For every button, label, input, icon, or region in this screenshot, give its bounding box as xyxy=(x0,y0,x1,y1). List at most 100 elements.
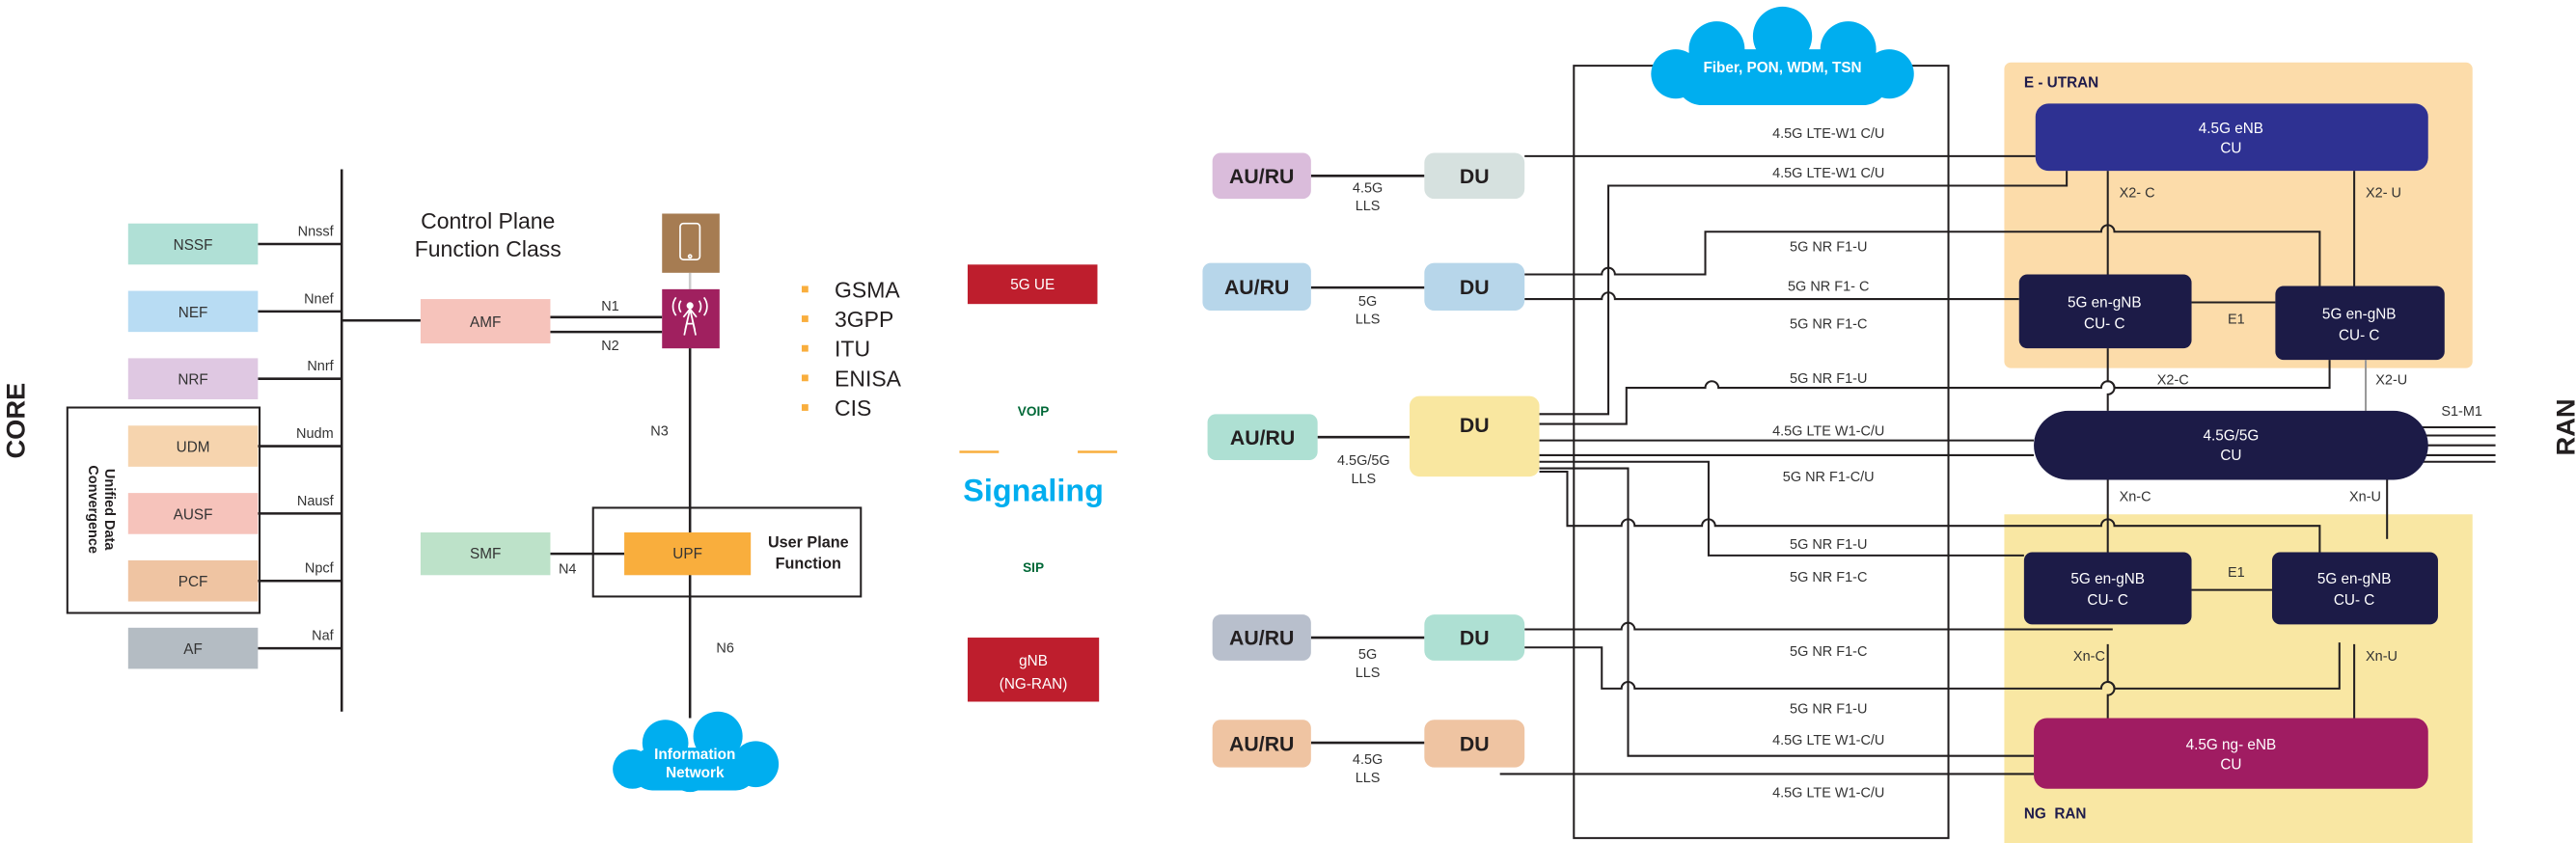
x2c-lower-line xyxy=(2106,348,2116,411)
link-label: 5G NR F1-C xyxy=(1790,570,1867,585)
nf-label: NRF xyxy=(178,372,207,389)
link-du4-1 xyxy=(1524,621,2113,631)
nf-box-nssf[interactable] xyxy=(127,223,259,265)
link-label: 5G NR F1-U xyxy=(1790,371,1867,387)
au-ru-box[interactable] xyxy=(1212,152,1311,200)
link-label: 4.5G LTE W1-C/U xyxy=(1772,423,1884,439)
udc-group-frame xyxy=(66,406,261,614)
smf-box[interactable] xyxy=(420,532,551,576)
xnc-lower-label: Xn-C xyxy=(2073,649,2105,665)
du-label: DU xyxy=(1460,414,1490,437)
link-label: 4.5G LTE-W1 C/U xyxy=(1772,126,1884,142)
link-du2-gnb-b xyxy=(1524,224,2321,286)
link-label: 5G NR F1- C xyxy=(1788,280,1869,295)
e1-lower-label: E1 xyxy=(2228,565,2245,581)
link-du2-gnb-a xyxy=(1524,291,2019,301)
signaling-title: Signaling xyxy=(963,474,1104,508)
information-network-cloud[interactable] xyxy=(613,711,780,793)
au-ru-box[interactable] xyxy=(1202,262,1311,311)
xnc-upper-label: Xn-C xyxy=(2120,490,2151,505)
gnb-box[interactable] xyxy=(662,288,720,349)
nf-box-udm[interactable] xyxy=(127,425,259,467)
au-ru-label: AU/RU xyxy=(1224,276,1289,299)
amf-box[interactable] xyxy=(420,299,551,344)
link-label: 4.5G LTE W1-C/U xyxy=(1772,785,1884,801)
transport-frame xyxy=(1573,65,1950,839)
nf-interface-label: Nnrf xyxy=(307,359,334,374)
xnu-lower-label: Xn-U xyxy=(2366,649,2398,665)
du-box[interactable] xyxy=(1424,614,1525,661)
en-gnb-a-box[interactable] xyxy=(2018,274,2192,349)
central-cu-box[interactable] xyxy=(2034,410,2428,480)
au-ru-box[interactable] xyxy=(1212,720,1311,768)
nf-label: NEF xyxy=(178,305,208,321)
nf-label: NSSF xyxy=(174,237,213,254)
x2c-upper-label: X2- C xyxy=(2120,185,2155,201)
upf-box[interactable] xyxy=(624,532,752,576)
e1-upper-label: E1 xyxy=(2228,313,2245,328)
en-gnb-b-box[interactable] xyxy=(2275,286,2445,361)
5g-ue-label: 5G UE xyxy=(1010,277,1055,293)
link-label: 5G NR F1-U xyxy=(1790,701,1867,717)
x2u-lower-label: X2-U xyxy=(2375,373,2407,389)
bullet-icon xyxy=(801,315,808,322)
ng-enb-cu-box[interactable] xyxy=(2034,718,2428,789)
upf-label: UPF xyxy=(672,546,702,562)
n6-label: N6 xyxy=(716,640,733,656)
nf-box-nef[interactable] xyxy=(127,290,259,333)
n1-label: N1 xyxy=(601,299,618,314)
au-ru-label: AU/RU xyxy=(1230,426,1295,449)
ng-gnb-b-box[interactable] xyxy=(2271,552,2438,625)
nf-interface-label: Naf xyxy=(312,629,334,644)
amf-label: AMF xyxy=(470,314,501,331)
ru-du-link xyxy=(1310,175,1425,745)
nf-box-af[interactable] xyxy=(127,627,259,669)
bullet-icon xyxy=(801,374,808,382)
du-label: DU xyxy=(1460,165,1490,188)
link-label: 5G NR F1-C xyxy=(1790,644,1867,660)
cell-tower-icon xyxy=(671,296,708,336)
du-box[interactable] xyxy=(1424,152,1525,200)
du-label: DU xyxy=(1460,733,1490,756)
link-label: 4.5G LTE-W1 C/U xyxy=(1772,166,1884,181)
5g-ue-box[interactable] xyxy=(967,264,1098,305)
ue-box[interactable] xyxy=(662,213,720,273)
link-label: 5G NR F1-C xyxy=(1790,317,1867,333)
du-box[interactable] xyxy=(1410,395,1540,477)
au-ru-box[interactable] xyxy=(1212,614,1311,661)
fiber-transport-label: Fiber, PON, WDM, TSN xyxy=(1703,60,1861,76)
nf-box-ausf[interactable] xyxy=(127,493,259,534)
nf-box-pcf[interactable] xyxy=(127,559,259,602)
nf-interface-label: Nnssf xyxy=(298,224,335,239)
nf-box-nrf[interactable] xyxy=(127,358,259,399)
xnc-lower-line xyxy=(2106,643,2116,719)
du-box[interactable] xyxy=(1424,720,1525,768)
bullet-icon xyxy=(801,286,808,293)
du-label: DU xyxy=(1460,627,1490,650)
ng-gnb-a-box[interactable] xyxy=(2023,552,2192,625)
enb-cu-box[interactable] xyxy=(2035,103,2428,172)
au-ru-box[interactable] xyxy=(1207,414,1318,461)
link-du3-gnb-d xyxy=(1539,470,2321,553)
fiber-transport-cloud[interactable] xyxy=(1651,6,1914,106)
sip-label: SIP xyxy=(1023,560,1044,575)
nf-interface-label: Nausf xyxy=(297,494,335,509)
s1-m1-lines xyxy=(2415,425,2496,463)
gnb-ng-ran-box[interactable] xyxy=(967,638,1100,702)
n3-label: N3 xyxy=(650,423,668,439)
x2u-upper-label: X2- U xyxy=(2366,185,2401,201)
du-box[interactable] xyxy=(1424,262,1525,311)
